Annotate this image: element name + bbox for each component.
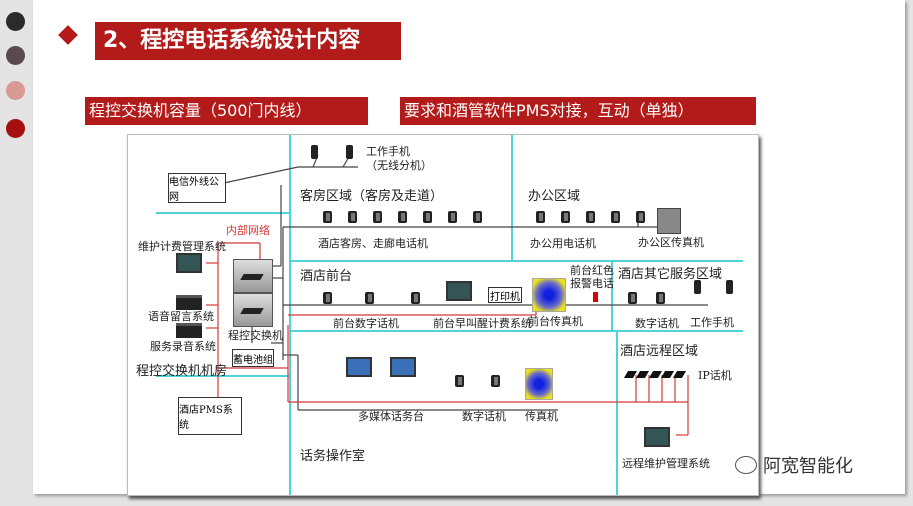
page-title: 2、程控电话系统设计内容 xyxy=(95,22,401,60)
telecom-network-box: 电信外线公网 xyxy=(168,173,226,203)
phone-icon xyxy=(636,211,645,223)
system-diagram: 电信外线公网 内部网络 维护计费管理系统 语音留言系统 服务录音系统 程控交换机… xyxy=(127,134,759,496)
phone-icon xyxy=(411,292,420,304)
guest-zone-label: 客房区域（客房及走道） xyxy=(300,189,444,204)
pbx-label: 程控交换机 xyxy=(228,329,283,342)
phone-icon xyxy=(373,211,382,223)
fax-icon xyxy=(525,368,553,400)
alarm-phone-label: 报警电话 xyxy=(570,277,614,290)
mobile-icon xyxy=(346,145,353,159)
phone-icon xyxy=(448,211,457,223)
phone-icon xyxy=(323,292,332,304)
other-zone-label: 酒店其它服务区域 xyxy=(618,267,723,282)
pbx-room-label: 程控交换机机房 xyxy=(136,364,228,379)
office-fax-label: 办公区传真机 xyxy=(638,236,704,249)
mobile-icon xyxy=(311,145,318,159)
fax-icon xyxy=(532,278,566,312)
multimedia-label: 多媒体话务台 xyxy=(358,410,424,423)
phone-icon xyxy=(365,292,374,304)
subtitle-capacity: 程控交换机容量（500门内线） xyxy=(85,97,368,125)
wireless-extension-label: （无线分机） xyxy=(366,159,432,172)
pms-box: 酒店PMS系统 xyxy=(178,397,242,435)
bullet-dot xyxy=(6,46,25,65)
bullet-dot xyxy=(6,81,25,100)
computer-icon xyxy=(644,427,670,447)
bullet-dot xyxy=(6,12,25,31)
phone-icon xyxy=(348,211,357,223)
front-phones-label: 前台数字话机 xyxy=(333,317,399,330)
subtitle-pms: 要求和酒管软件PMS对接，互动（单独） xyxy=(400,97,756,125)
computer-icon xyxy=(176,253,202,273)
pbx-icon xyxy=(233,259,273,293)
pbx-icon xyxy=(233,293,273,327)
phone-icon xyxy=(561,211,570,223)
phone-icon xyxy=(656,292,665,304)
phone-icon xyxy=(586,211,595,223)
computer-icon xyxy=(446,281,472,301)
work-mobile-label: 工作手机 xyxy=(366,145,410,158)
voicemail-label: 语音留言系统 xyxy=(148,310,214,323)
console-icon xyxy=(390,357,416,377)
operator-room-label: 话务操作室 xyxy=(300,449,366,464)
red-phone-label: 前台红色 xyxy=(570,264,614,277)
battery-box: 蓄电池组 xyxy=(232,349,274,367)
front-fax-label: 前台传真机 xyxy=(528,315,583,328)
phone-icon xyxy=(628,292,637,304)
front-desk-label: 酒店前台 xyxy=(300,269,353,284)
fax-machine-icon xyxy=(657,208,681,234)
watermark-text: 阿宽智能化 xyxy=(763,456,853,477)
wakeup-label: 前台早叫醒计费系统 xyxy=(433,317,532,330)
printer-box: 打印机 xyxy=(488,287,522,303)
red-phone-icon xyxy=(593,292,598,302)
phone-icon xyxy=(473,211,482,223)
phone-icon xyxy=(536,211,545,223)
internal-network-label: 内部网络 xyxy=(226,224,270,237)
phone-icon xyxy=(455,375,464,387)
fax-label: 传真机 xyxy=(525,410,558,423)
connection-lines xyxy=(156,135,743,495)
phone-icon xyxy=(323,211,332,223)
digital-phones-label: 数字话机 xyxy=(462,410,506,423)
guest-phones-label: 酒店客房、走廊电话机 xyxy=(318,237,428,250)
office-phones-label: 办公用电话机 xyxy=(530,237,596,250)
office-zone-label: 办公区域 xyxy=(528,189,581,204)
remote-mgmt-label: 远程维护管理系统 xyxy=(622,457,710,470)
other-mobile-label: 工作手机 xyxy=(690,316,734,329)
mobile-icon xyxy=(694,280,701,294)
ip-phones-label: IP话机 xyxy=(698,369,732,382)
wechat-icon xyxy=(735,456,757,474)
watermark: 阿宽智能化 xyxy=(735,452,853,478)
phone-icon xyxy=(423,211,432,223)
other-phones-label: 数字话机 xyxy=(635,317,679,330)
phone-icon xyxy=(491,375,500,387)
remote-zone-label: 酒店远程区域 xyxy=(620,344,699,359)
recorder-icon xyxy=(176,323,202,338)
phone-icon xyxy=(611,211,620,223)
recording-label: 服务录音系统 xyxy=(150,340,216,353)
billing-label: 维护计费管理系统 xyxy=(138,240,226,253)
recorder-icon xyxy=(176,295,202,310)
phone-icon xyxy=(398,211,407,223)
mobile-icon xyxy=(726,280,733,294)
bullet-dot xyxy=(6,119,25,138)
console-icon xyxy=(346,357,372,377)
